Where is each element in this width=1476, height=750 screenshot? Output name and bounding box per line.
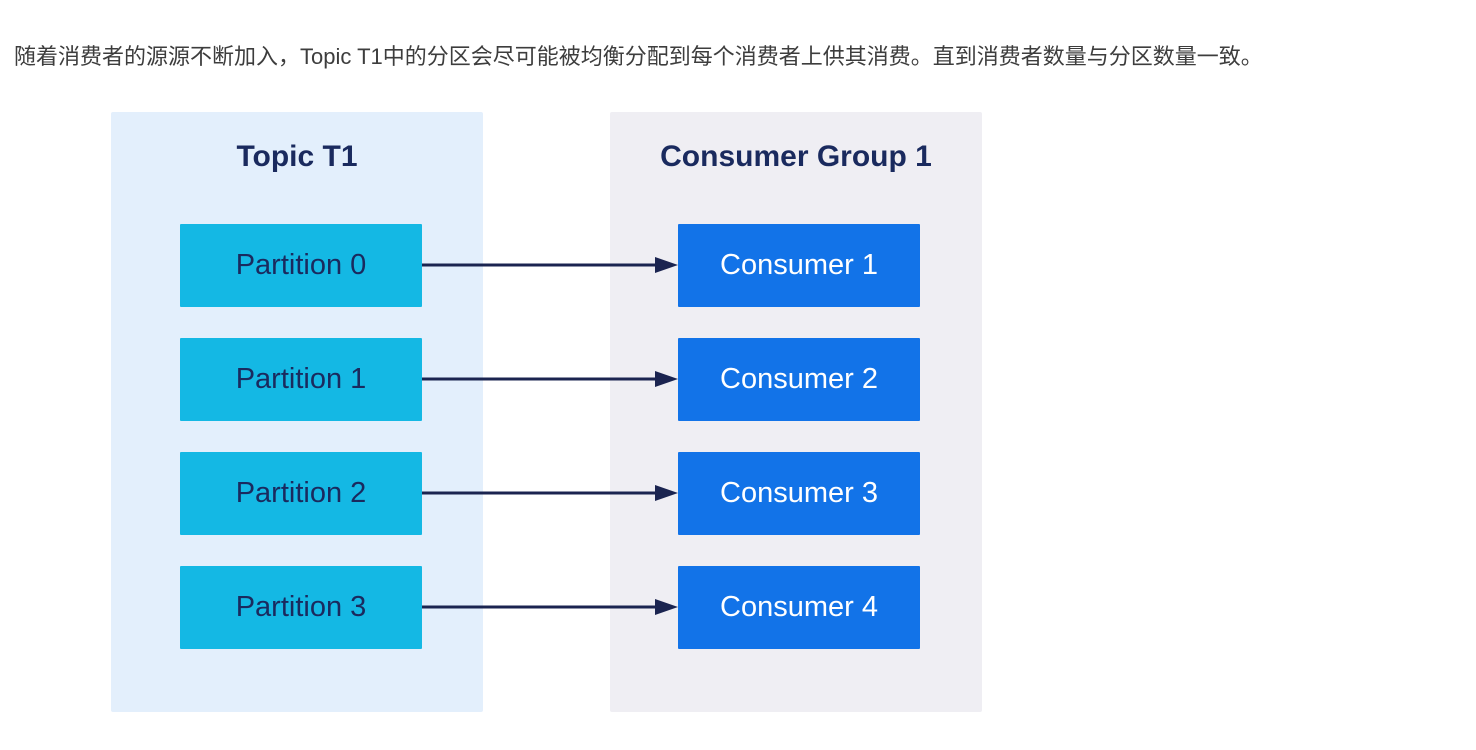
topic-panel: Topic T1 Partition 0 Partition 1 Partiti… xyxy=(111,112,483,712)
consumer-group-panel-title: Consumer Group 1 xyxy=(660,140,932,173)
consumer-group-panel: Consumer Group 1 Consumer 1 Consumer 2 C… xyxy=(610,112,982,712)
partition-0-box: Partition 0 xyxy=(180,224,422,307)
consumer-3-box: Consumer 3 xyxy=(678,452,920,535)
arrow-partition1-to-consumer2-icon xyxy=(422,371,678,387)
consumer-1-box: Consumer 1 xyxy=(678,224,920,307)
consumer-2-box: Consumer 2 xyxy=(678,338,920,421)
arrow-partition3-to-consumer4-icon xyxy=(422,599,678,615)
consumer-4-box: Consumer 4 xyxy=(678,566,920,649)
arrow-partition2-to-consumer3-icon xyxy=(422,485,678,501)
partition-3-box: Partition 3 xyxy=(180,566,422,649)
partition-2-box: Partition 2 xyxy=(180,452,422,535)
description-text: 随着消费者的源源不断加入，Topic T1中的分区会尽可能被均衡分配到每个消费者… xyxy=(14,44,1263,69)
partition-1-box: Partition 1 xyxy=(180,338,422,421)
topic-panel-title: Topic T1 xyxy=(236,140,358,173)
arrow-partition0-to-consumer1-icon xyxy=(422,257,678,273)
